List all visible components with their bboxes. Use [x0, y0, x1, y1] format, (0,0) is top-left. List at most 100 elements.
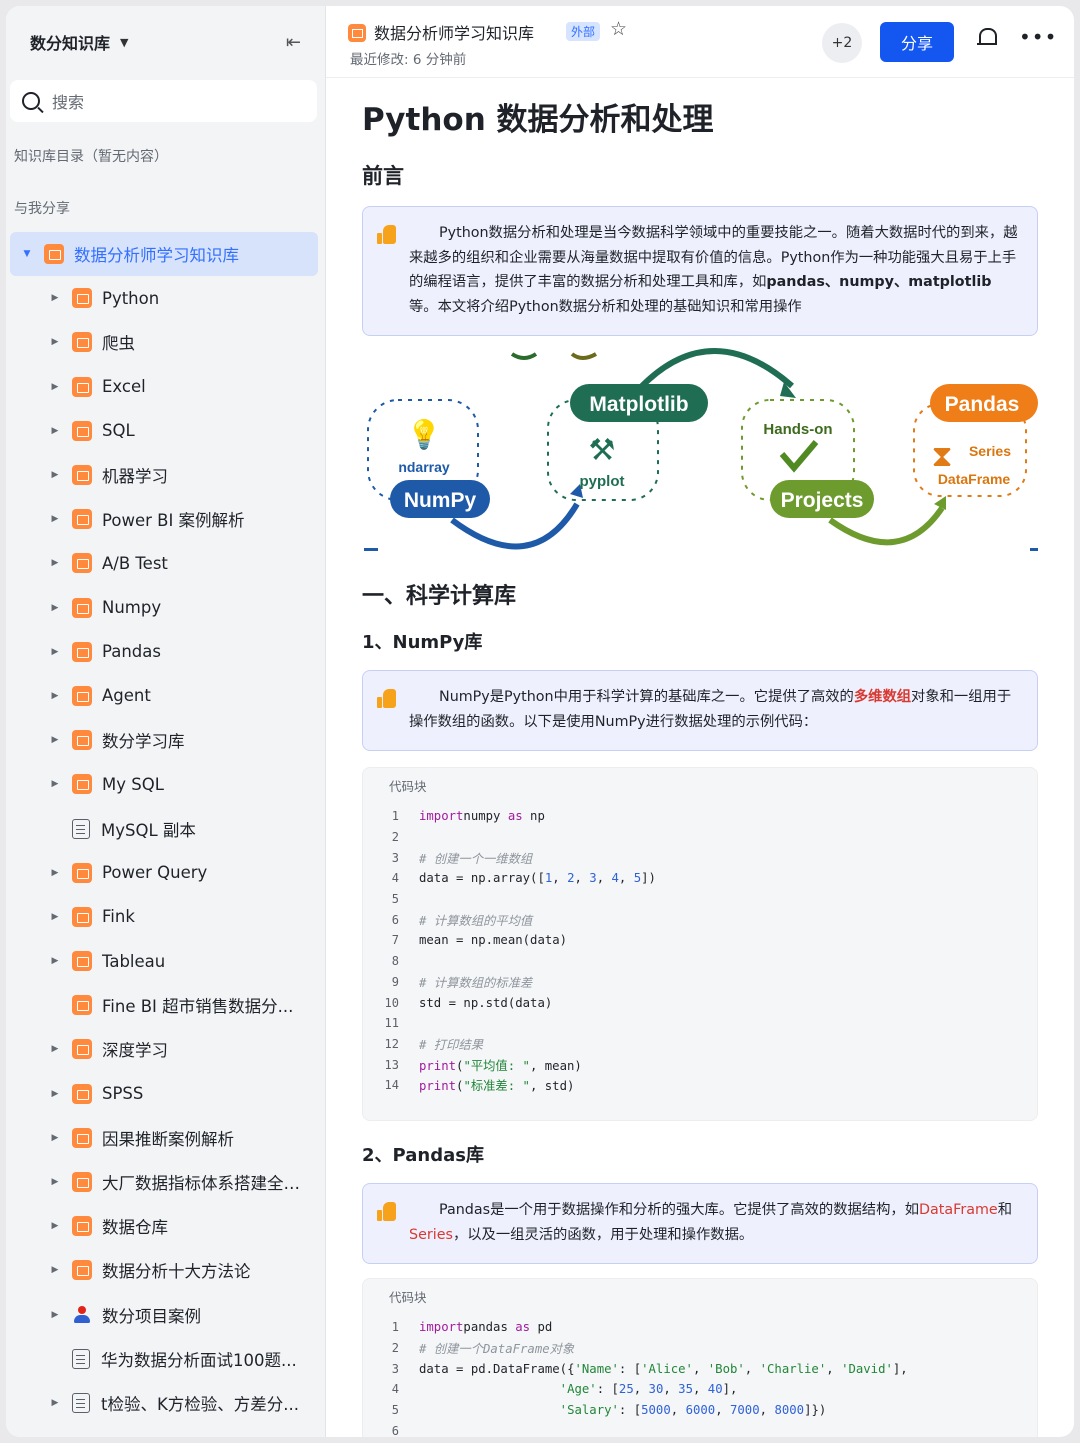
expand-caret-icon[interactable]: ▶ — [51, 646, 59, 657]
sidebar-item-label: A/B Test — [102, 553, 168, 573]
expand-caret-icon[interactable]: ▶ — [51, 1397, 59, 1408]
sidebar-item[interactable]: ▶Tableau — [6, 939, 326, 983]
code-text: # 计算数组的平均值 — [399, 911, 532, 929]
expand-caret-icon[interactable]: ▶ — [51, 690, 59, 701]
sidebar-item-label: Numpy — [102, 598, 162, 618]
expand-caret-icon[interactable]: ▶ — [51, 1221, 59, 1232]
sidebar-item[interactable]: ▶ Power Query — [6, 851, 326, 895]
breadcrumb-title[interactable]: 数据分析师学习知识库 — [374, 24, 535, 43]
sidebar-item[interactable]: ▶SPSS — [6, 1072, 326, 1116]
collaborators-avatar[interactable]: +2 — [822, 23, 862, 63]
numpy-text-1: NumPy是Python中用于科学计算的基础库之一。它提供了高效的 — [439, 689, 854, 705]
sidebar-item[interactable]: ▶深度学习 — [6, 1027, 326, 1071]
expand-caret-icon[interactable]: ▶ — [51, 911, 59, 922]
sidebar-item-label: 机器学习 — [102, 467, 168, 487]
catalog-label[interactable]: 知识库目录（暂无内容） — [14, 149, 168, 165]
expand-caret-icon[interactable]: ▶ — [51, 558, 59, 569]
code-token: ( — [456, 1058, 464, 1073]
expand-caret-icon[interactable]: ▶ — [51, 867, 59, 878]
sidebar-item[interactable]: ▶爬虫 — [6, 320, 326, 364]
expand-caret-icon[interactable]: ▶ — [51, 1132, 59, 1143]
sidebar-item[interactable]: ▶Python — [6, 276, 326, 320]
sidebar-item-label: Power Query — [102, 863, 208, 883]
bell-icon[interactable] — [977, 28, 997, 48]
sidebar-item[interactable]: ▶t检验、K方检验、方差分... — [6, 1381, 326, 1425]
line-number: 13 — [384, 1057, 399, 1072]
sidebar-item[interactable]: ▶数分学习库 — [6, 718, 326, 762]
line-number: 3 — [391, 850, 399, 865]
line-number: 6 — [391, 912, 399, 927]
book-icon — [72, 288, 92, 309]
code-token: : [ — [618, 1403, 642, 1418]
sidebar-item[interactable]: ▶Agent — [6, 674, 326, 718]
shared-label[interactable]: 与我分享 — [14, 201, 70, 217]
expand-caret-icon[interactable]: ▶ — [51, 735, 59, 746]
expand-caret-icon[interactable]: ▶ — [51, 779, 59, 790]
search-box[interactable]: 搜索 — [10, 80, 317, 122]
code-token: 7000 — [730, 1403, 760, 1418]
sidebar-item[interactable]: ▶Pandas — [6, 630, 326, 674]
book-icon — [72, 1216, 92, 1237]
caret-down-icon[interactable]: ▼ — [120, 35, 129, 49]
sidebar-header: 数分知识库 ▼ ⇤ — [6, 6, 325, 78]
sidebar-item[interactable]: ▶Fink — [6, 895, 326, 939]
sidebar-item[interactable]: ▶ Power BI 案例解析 — [6, 497, 326, 541]
code-token: , — [596, 871, 612, 886]
expand-caret-icon[interactable]: ▼ — [23, 249, 31, 260]
code-text: print("平均值: ", mean) — [399, 1056, 582, 1074]
share-button[interactable]: 分享 — [880, 22, 954, 62]
expand-caret-icon[interactable]: ▶ — [51, 425, 59, 436]
pandas-pill — [930, 384, 1038, 422]
more-icon[interactable]: ••• — [1019, 25, 1058, 49]
expand-caret-icon[interactable]: ▶ — [51, 293, 59, 304]
expand-caret-icon[interactable]: ▶ — [51, 337, 59, 348]
sidebar-item[interactable]: ▶数分项目案例 — [6, 1293, 326, 1337]
sidebar-item[interactable]: ▶ A/B Test — [6, 541, 326, 585]
main-panel: 数据分析师学习知识库 外部 ☆ 最近修改: 6 分钟前 +2 分享 ••• Py… — [326, 6, 1074, 1437]
expand-caret-icon[interactable]: ▶ — [51, 1177, 59, 1188]
code-token: , mean) — [529, 1058, 582, 1073]
sidebar-item[interactable]: ▶Excel — [6, 365, 326, 409]
sidebar-item[interactable]: ▶华为数据分析面试100题... — [6, 1337, 326, 1381]
sidebar-item[interactable]: ▶数据分析十大方法论 — [6, 1248, 326, 1292]
code-text: importpandas as pd — [399, 1320, 552, 1334]
sidebar-item[interactable]: ▶My SQL — [6, 762, 326, 806]
line-number: 1 — [391, 1320, 399, 1335]
expand-caret-icon[interactable]: ▶ — [51, 1265, 59, 1276]
sidebar-item[interactable]: ▶因果推断案例解析 — [6, 1116, 326, 1160]
star-icon[interactable]: ☆ — [610, 18, 628, 40]
sidebar-item[interactable]: ▶ Numpy — [6, 586, 326, 630]
sidebar-item[interactable]: ▶大厂数据指标体系搭建全流程 — [6, 1160, 326, 1204]
workspace-title[interactable]: 数分知识库 — [30, 34, 111, 53]
code-token: , — [574, 871, 590, 886]
expand-caret-icon[interactable]: ▶ — [51, 470, 59, 481]
expand-caret-icon[interactable]: ▶ — [51, 514, 59, 525]
sidebar-item[interactable]: ▶数据仓库 — [6, 1204, 326, 1248]
code-token: ], — [892, 1361, 908, 1376]
sidebar-item[interactable]: ▶Fine BI 超市销售数据分... — [6, 983, 326, 1027]
arrowhead — [570, 484, 583, 498]
expand-caret-icon[interactable]: ▶ — [51, 381, 59, 392]
sidebar-item-label: Power BI 案例解析 — [102, 511, 245, 531]
expand-caret-icon[interactable]: ▶ — [51, 1309, 59, 1320]
code-token: data = pd.DataFrame({ — [419, 1361, 575, 1376]
expand-caret-icon[interactable]: ▶ — [51, 602, 59, 613]
expand-caret-icon[interactable]: ▶ — [51, 1088, 59, 1099]
expand-caret-icon[interactable]: ▶ — [51, 956, 59, 967]
sidebar-item[interactable]: ▶SQL — [6, 409, 326, 453]
code-text: # 创建一个DataFrame对象 — [399, 1339, 574, 1357]
sidebar-item-active[interactable]: ▼ 数据分析师学习知识库 — [10, 232, 318, 277]
sidebar-item[interactable]: ▶ 机器学习 — [6, 453, 326, 497]
sidebar-item[interactable]: ▶MySQL 副本 — [6, 806, 326, 850]
expand-caret-icon[interactable]: ▶ — [51, 1044, 59, 1055]
code-token: , — [759, 1403, 775, 1418]
collapse-sidebar-icon[interactable]: ⇤ — [285, 31, 301, 53]
code-caption: 代码块 — [389, 779, 427, 794]
code-token: 5000 — [641, 1403, 671, 1418]
code-token: , — [663, 1382, 679, 1397]
numpy-box — [367, 399, 479, 501]
